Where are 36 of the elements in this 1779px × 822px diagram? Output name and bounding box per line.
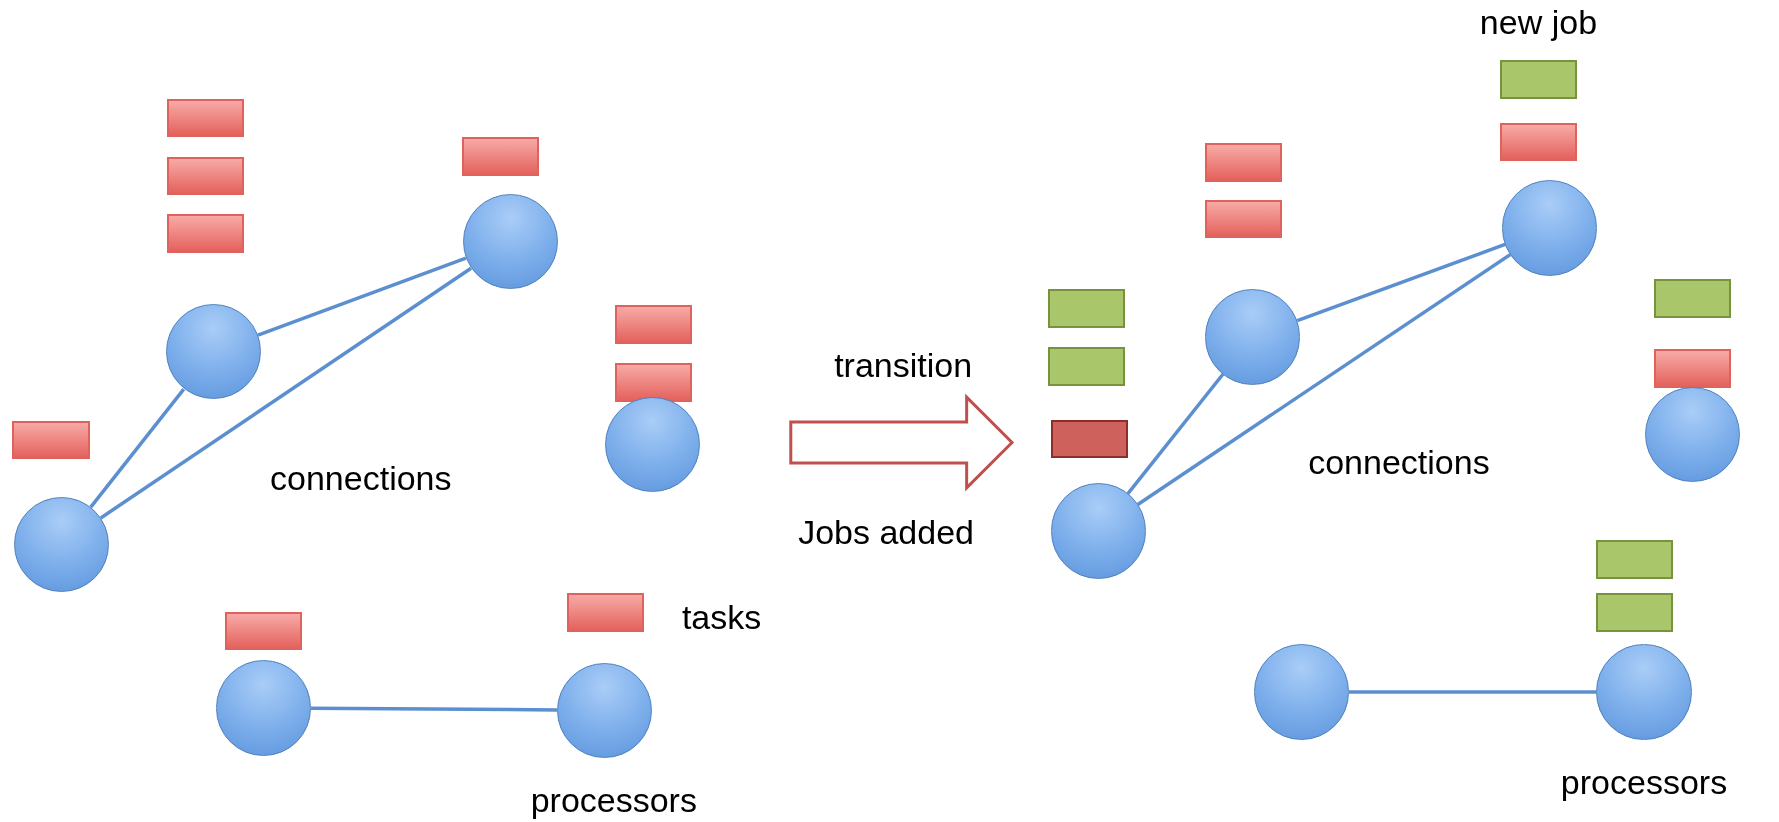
- task-bar: [166, 98, 244, 138]
- caption-label: connections: [270, 459, 452, 499]
- task-bar: [1048, 289, 1126, 328]
- caption-label: Jobs added: [798, 513, 974, 553]
- task-bar: [461, 137, 539, 176]
- connection-line: [257, 256, 467, 337]
- task-bar: [567, 593, 645, 632]
- task-bar: [224, 611, 302, 651]
- connection-line: [99, 266, 473, 520]
- task-bar: [1048, 347, 1126, 386]
- task-bar: [1596, 593, 1674, 632]
- task-bar: [1204, 199, 1283, 239]
- task-bar: [1596, 540, 1674, 579]
- connection-line: [89, 388, 186, 509]
- task-bar: [12, 420, 90, 460]
- caption-label: connections: [1308, 443, 1490, 483]
- task-bar: [1499, 122, 1578, 162]
- task-bar: [1050, 419, 1128, 459]
- connection-line: [1349, 690, 1597, 694]
- caption-label: processors: [1560, 763, 1728, 803]
- caption-label: new job: [1479, 3, 1598, 43]
- task-bar: [1204, 142, 1283, 182]
- task-bar: [1654, 279, 1732, 318]
- connection-line: [1126, 373, 1225, 495]
- task-bar: [1654, 349, 1732, 388]
- connection-line: [310, 706, 558, 712]
- task-bar: [614, 363, 693, 402]
- task-bar: [166, 156, 244, 196]
- connection-line: [1296, 242, 1506, 323]
- caption-label: transition: [834, 346, 973, 386]
- task-bar: [614, 305, 693, 344]
- caption-label: processors: [530, 781, 697, 821]
- task-bar: [1499, 60, 1578, 99]
- caption-label: tasks: [681, 598, 762, 638]
- task-bar: [166, 214, 244, 253]
- connection-line: [1136, 253, 1512, 506]
